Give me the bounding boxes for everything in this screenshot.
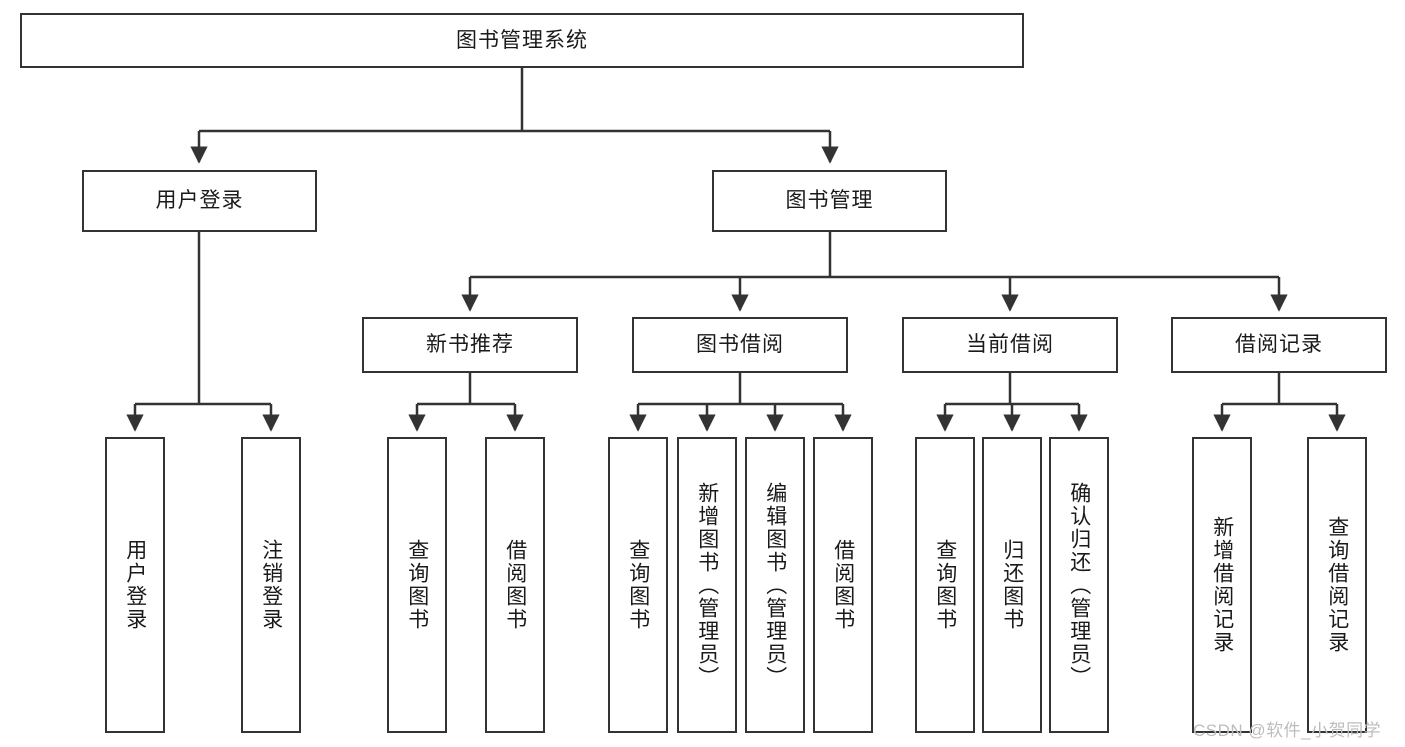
node-leaf-record-add-borrow-record[interactable]: 新增借阅记录: [1192, 437, 1252, 733]
node-label: 新书推荐: [426, 333, 514, 357]
node-book-management[interactable]: 图书管理: [712, 170, 947, 232]
node-leaf-user-login[interactable]: 用户登录: [105, 437, 165, 733]
node-label: 查询借阅记录: [1325, 516, 1349, 654]
node-leaf-borrow-borrow-book[interactable]: 借阅图书: [813, 437, 873, 733]
node-current-borrow[interactable]: 当前借阅: [902, 317, 1118, 373]
node-label: 图书借阅: [696, 333, 784, 357]
node-label: 借阅记录: [1235, 333, 1323, 357]
node-root-book-management-system[interactable]: 图书管理系统: [20, 13, 1024, 68]
node-leaf-borrow-edit-book-admin[interactable]: 编辑图书（管理员）: [745, 437, 805, 733]
node-leaf-record-query-borrow-record[interactable]: 查询借阅记录: [1307, 437, 1367, 733]
node-label: 注销登录: [259, 539, 283, 631]
node-leaf-current-return-book[interactable]: 归还图书: [982, 437, 1042, 733]
watermark-text: CSDN @软件_小贺同学: [1193, 721, 1382, 740]
node-leaf-borrow-add-book-admin[interactable]: 新增图书（管理员）: [677, 437, 737, 733]
node-leaf-user-logout[interactable]: 注销登录: [241, 437, 301, 733]
node-label: 图书管理: [785, 189, 874, 213]
node-leaf-current-confirm-return-admin[interactable]: 确认归还（管理员）: [1049, 437, 1109, 733]
node-leaf-recommend-query-book[interactable]: 查询图书: [387, 437, 447, 733]
node-leaf-borrow-query-book[interactable]: 查询图书: [608, 437, 668, 733]
node-label: 归还图书: [1000, 539, 1024, 631]
node-label: 用户登录: [155, 189, 244, 213]
node-label: 查询图书: [933, 539, 957, 631]
node-label: 查询图书: [405, 539, 429, 631]
node-label: 借阅图书: [831, 539, 855, 631]
node-book-borrow[interactable]: 图书借阅: [632, 317, 848, 373]
node-label: 新增借阅记录: [1210, 516, 1234, 654]
node-label: 查询图书: [626, 539, 650, 631]
node-new-book-recommend[interactable]: 新书推荐: [362, 317, 578, 373]
node-label: 编辑图书（管理员）: [763, 481, 787, 689]
node-leaf-current-query-book[interactable]: 查询图书: [915, 437, 975, 733]
node-label: 当前借阅: [966, 333, 1054, 357]
node-label: 新增图书（管理员）: [695, 481, 719, 689]
node-label: 借阅图书: [503, 539, 527, 631]
node-borrow-record[interactable]: 借阅记录: [1171, 317, 1387, 373]
node-label: 图书管理系统: [456, 28, 588, 52]
node-leaf-recommend-borrow-book[interactable]: 借阅图书: [485, 437, 545, 733]
node-label: 用户登录: [123, 539, 147, 631]
node-label: 确认归还（管理员）: [1067, 481, 1091, 689]
node-user-login[interactable]: 用户登录: [82, 170, 317, 232]
